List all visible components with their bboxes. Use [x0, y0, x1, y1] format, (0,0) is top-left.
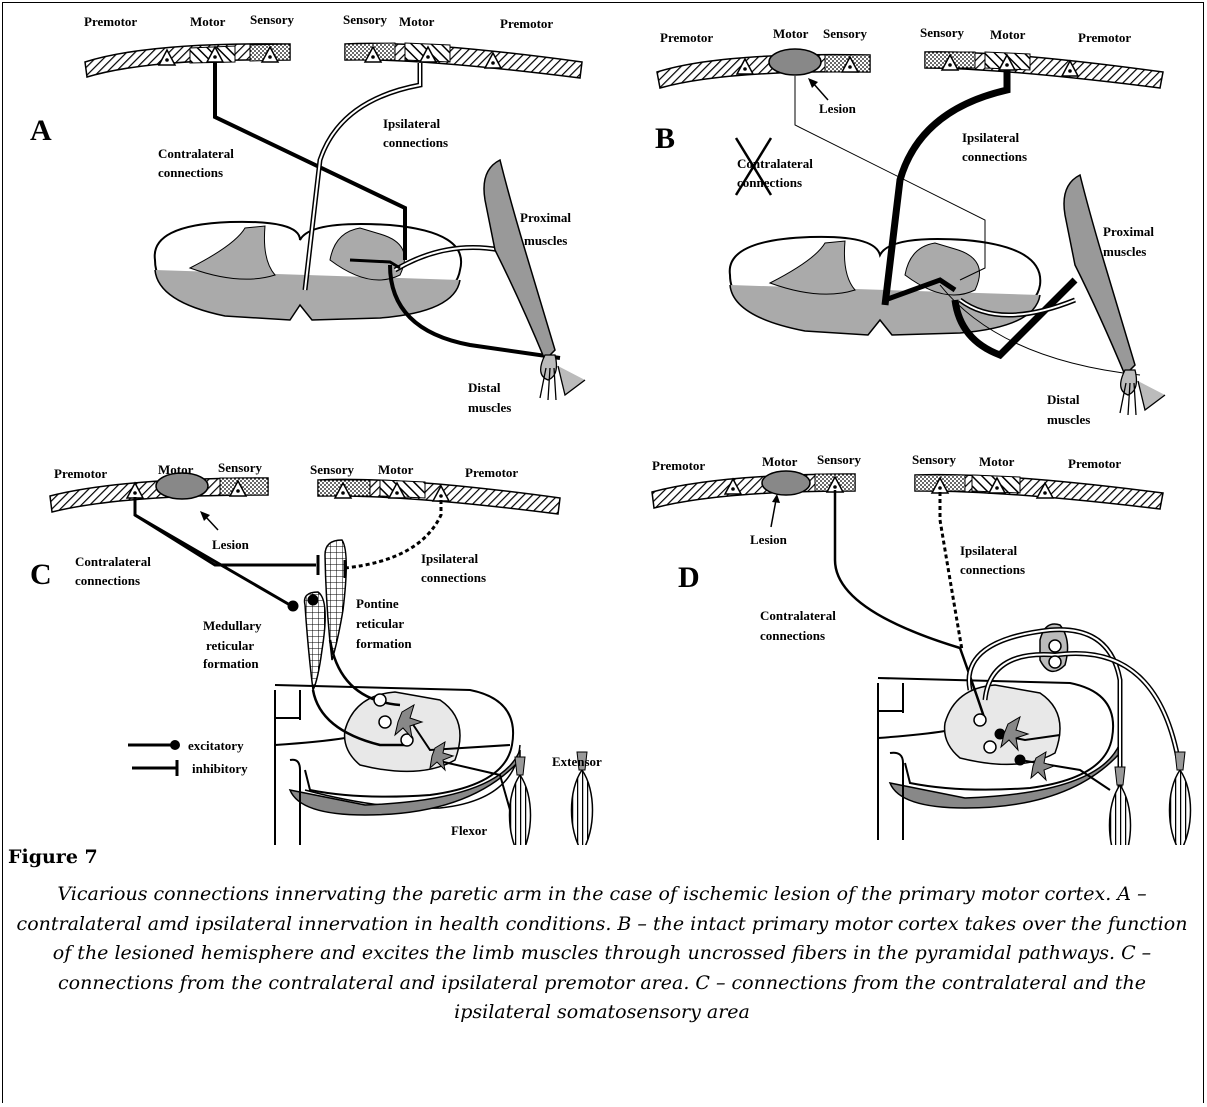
label-motor: Motor — [399, 14, 435, 29]
label-proximal-2: muscles — [1103, 244, 1146, 259]
label-ipsilateral: Ipsilateral — [960, 543, 1017, 558]
label-ipsilateral-2: connections — [960, 562, 1025, 577]
label-medullary: Medullary — [203, 618, 262, 633]
label-premotor: Premotor — [660, 30, 713, 45]
label-extensor: Extensor — [552, 754, 602, 769]
label-ipsilateral-2: connections — [383, 135, 448, 150]
label-distal-2: muscles — [1047, 412, 1090, 427]
label-contralateral: Contralateral — [75, 554, 151, 569]
label-premotor: Premotor — [652, 458, 705, 473]
panel-letter: A — [30, 114, 52, 147]
label-ipsilateral: Ipsilateral — [421, 551, 478, 566]
label-contralateral: Contralateral — [737, 156, 813, 171]
label-motor: Motor — [378, 462, 414, 477]
label-sensory: Sensory — [218, 460, 263, 475]
extensor-muscle — [1170, 752, 1191, 845]
panel-letter: B — [655, 122, 675, 155]
cortex-left-a — [85, 44, 290, 77]
label-ipsilateral: Ipsilateral — [962, 130, 1019, 145]
panel-d: Premotor Motor Sensory Sensory Motor Pre… — [652, 452, 1191, 845]
legend-c — [128, 740, 180, 776]
label-premotor: Premotor — [54, 466, 107, 481]
label-motor: Motor — [979, 454, 1015, 469]
cortex-right-c — [318, 479, 560, 514]
label-ipsilateral-2: connections — [421, 570, 486, 585]
label-proximal: Proximal — [1103, 224, 1154, 239]
arm-b — [1064, 175, 1165, 415]
label-ipsilateral-2: connections — [962, 149, 1027, 164]
figure-caption: Vicarious connections innervating the pa… — [12, 880, 1192, 1028]
label-ipsilateral: Ipsilateral — [383, 116, 440, 131]
label-motor: Motor — [190, 14, 226, 29]
label-contralateral-2: connections — [158, 165, 223, 180]
figure-title: Figure 7 — [8, 846, 98, 868]
label-contralateral: Contralateral — [158, 146, 234, 161]
label-sensory: Sensory — [310, 462, 355, 477]
cortex-right-b — [925, 52, 1163, 88]
label-contralateral-2: connections — [760, 628, 825, 643]
label-proximal: Proximal — [520, 210, 571, 225]
cortex-left-d — [652, 471, 855, 508]
figure-diagram: Premotor Motor Sensory Sensory Motor Pre… — [0, 0, 1207, 845]
label-sensory: Sensory — [920, 25, 965, 40]
label-sensory: Sensory — [250, 12, 295, 27]
label-sensory: Sensory — [817, 452, 862, 467]
cortex-left-b — [657, 49, 870, 88]
panel-b: Premotor Motor Sensory Sensory Motor Pre… — [655, 25, 1165, 427]
label-pontine-3: formation — [356, 636, 412, 651]
panel-c: Premotor Motor Sensory Sensory Motor Pre… — [30, 460, 602, 845]
cortex-right-a — [345, 43, 582, 78]
label-sensory: Sensory — [823, 26, 868, 41]
label-premotor: Premotor — [84, 14, 137, 29]
legend-excitatory: excitatory — [188, 738, 244, 753]
label-distal-2: muscles — [468, 400, 511, 415]
label-contralateral: Contralateral — [760, 608, 836, 623]
label-motor: Motor — [158, 462, 194, 477]
label-medullary-3: formation — [203, 656, 259, 671]
label-lesion: Lesion — [212, 537, 250, 552]
label-motor: Motor — [762, 454, 798, 469]
label-contralateral-2: connections — [75, 573, 140, 588]
label-premotor: Premotor — [465, 465, 518, 480]
label-motor: Motor — [990, 27, 1026, 42]
label-sensory: Sensory — [912, 452, 957, 467]
label-proximal-2: muscles — [524, 233, 567, 248]
label-premotor: Premotor — [1078, 30, 1131, 45]
panel-a: Premotor Motor Sensory Sensory Motor Pre… — [30, 12, 585, 415]
label-premotor: Premotor — [1068, 456, 1121, 471]
label-contralateral-2: connections — [737, 175, 802, 190]
label-sensory: Sensory — [343, 12, 388, 27]
label-distal: Distal — [1047, 392, 1080, 407]
label-flexor: Flexor — [451, 823, 487, 838]
label-medullary-2: reticular — [206, 638, 254, 653]
flexor-muscle — [1110, 767, 1131, 845]
legend-inhibitory: inhibitory — [192, 761, 248, 776]
label-pontine: Pontine — [356, 596, 399, 611]
arm-a — [484, 160, 585, 400]
label-pontine-2: reticular — [356, 616, 404, 631]
label-distal: Distal — [468, 380, 501, 395]
cortex-right-d — [915, 475, 1163, 509]
label-premotor: Premotor — [500, 16, 553, 31]
label-lesion: Lesion — [750, 532, 788, 547]
panel-letter: C — [30, 558, 52, 591]
panel-letter: D — [678, 561, 700, 594]
label-lesion: Lesion — [819, 101, 857, 116]
label-motor: Motor — [773, 26, 809, 41]
spinal-cord-c — [275, 685, 520, 845]
